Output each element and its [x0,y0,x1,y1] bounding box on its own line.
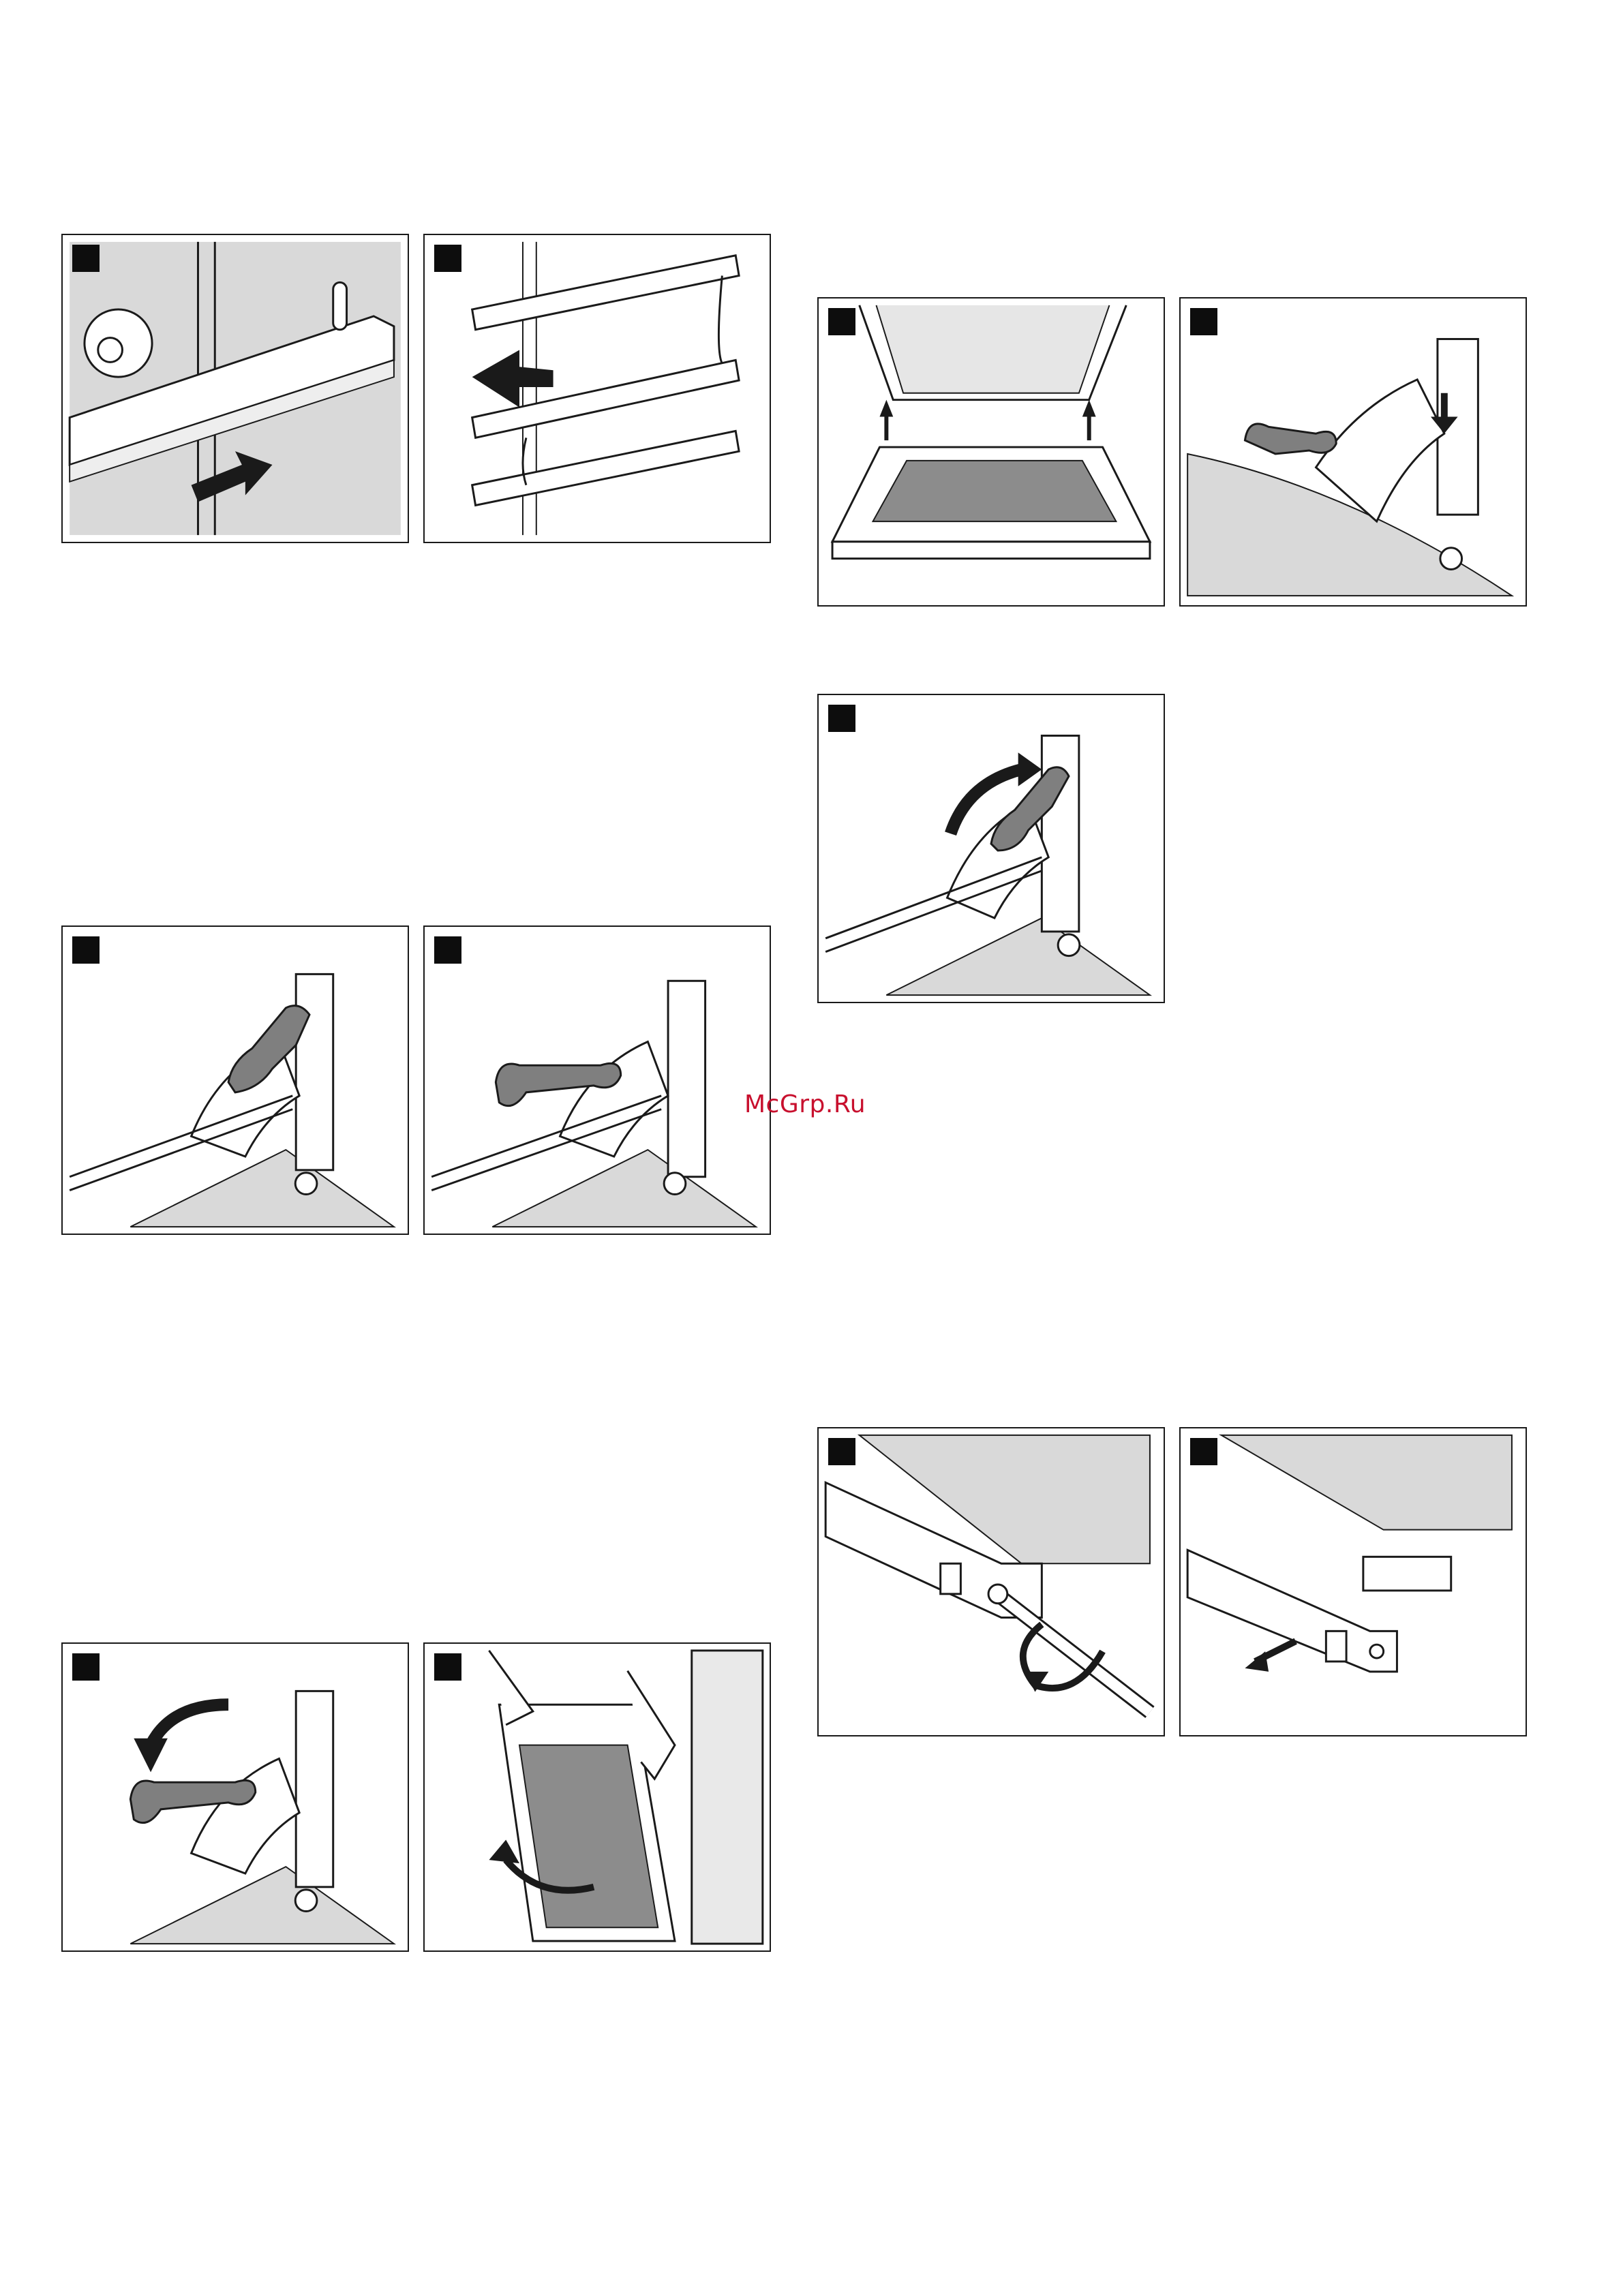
step-marker [72,1653,100,1681]
arrow-up-icon [819,299,1164,605]
arrow-curved-up-icon [819,695,1164,1002]
hinge-icon [425,927,770,1234]
arrow-left-icon [425,235,770,542]
arrow-rotate-icon [819,1428,1164,1735]
step-marker [434,1653,461,1681]
figure-hinge-lever-open [61,925,409,1235]
figure-screw-unscrew [817,1427,1165,1736]
step-marker [828,308,855,335]
step-marker [1190,1438,1217,1465]
figure-hinge-lever-folded [423,925,771,1235]
figure-hinge-lock-down [1179,297,1527,607]
step-marker [72,245,100,272]
arrow-down-icon [1181,299,1526,605]
figure-cover-remove [1179,1427,1527,1736]
figure-hinge-lever-down [61,1642,409,1952]
arrow-right-icon [63,235,408,542]
step-marker [434,245,461,272]
watermark: McGrp.Ru [744,1090,866,1118]
step-marker [72,936,100,964]
step-marker [828,1438,855,1465]
hinge-icon [63,927,408,1234]
figure-rails-remove [423,234,771,543]
arrow-curved-icon [425,1644,770,1950]
step-marker [1190,308,1217,335]
figure-door-glass-lift [817,297,1165,607]
step-marker [434,936,461,964]
arrow-down-left-icon [1181,1428,1526,1735]
figure-door-remove [423,1642,771,1952]
figure-rail-push [61,234,409,543]
figure-hinge-lever-up [817,694,1165,1003]
arrow-curved-down-icon [63,1644,408,1950]
step-marker [828,705,855,732]
